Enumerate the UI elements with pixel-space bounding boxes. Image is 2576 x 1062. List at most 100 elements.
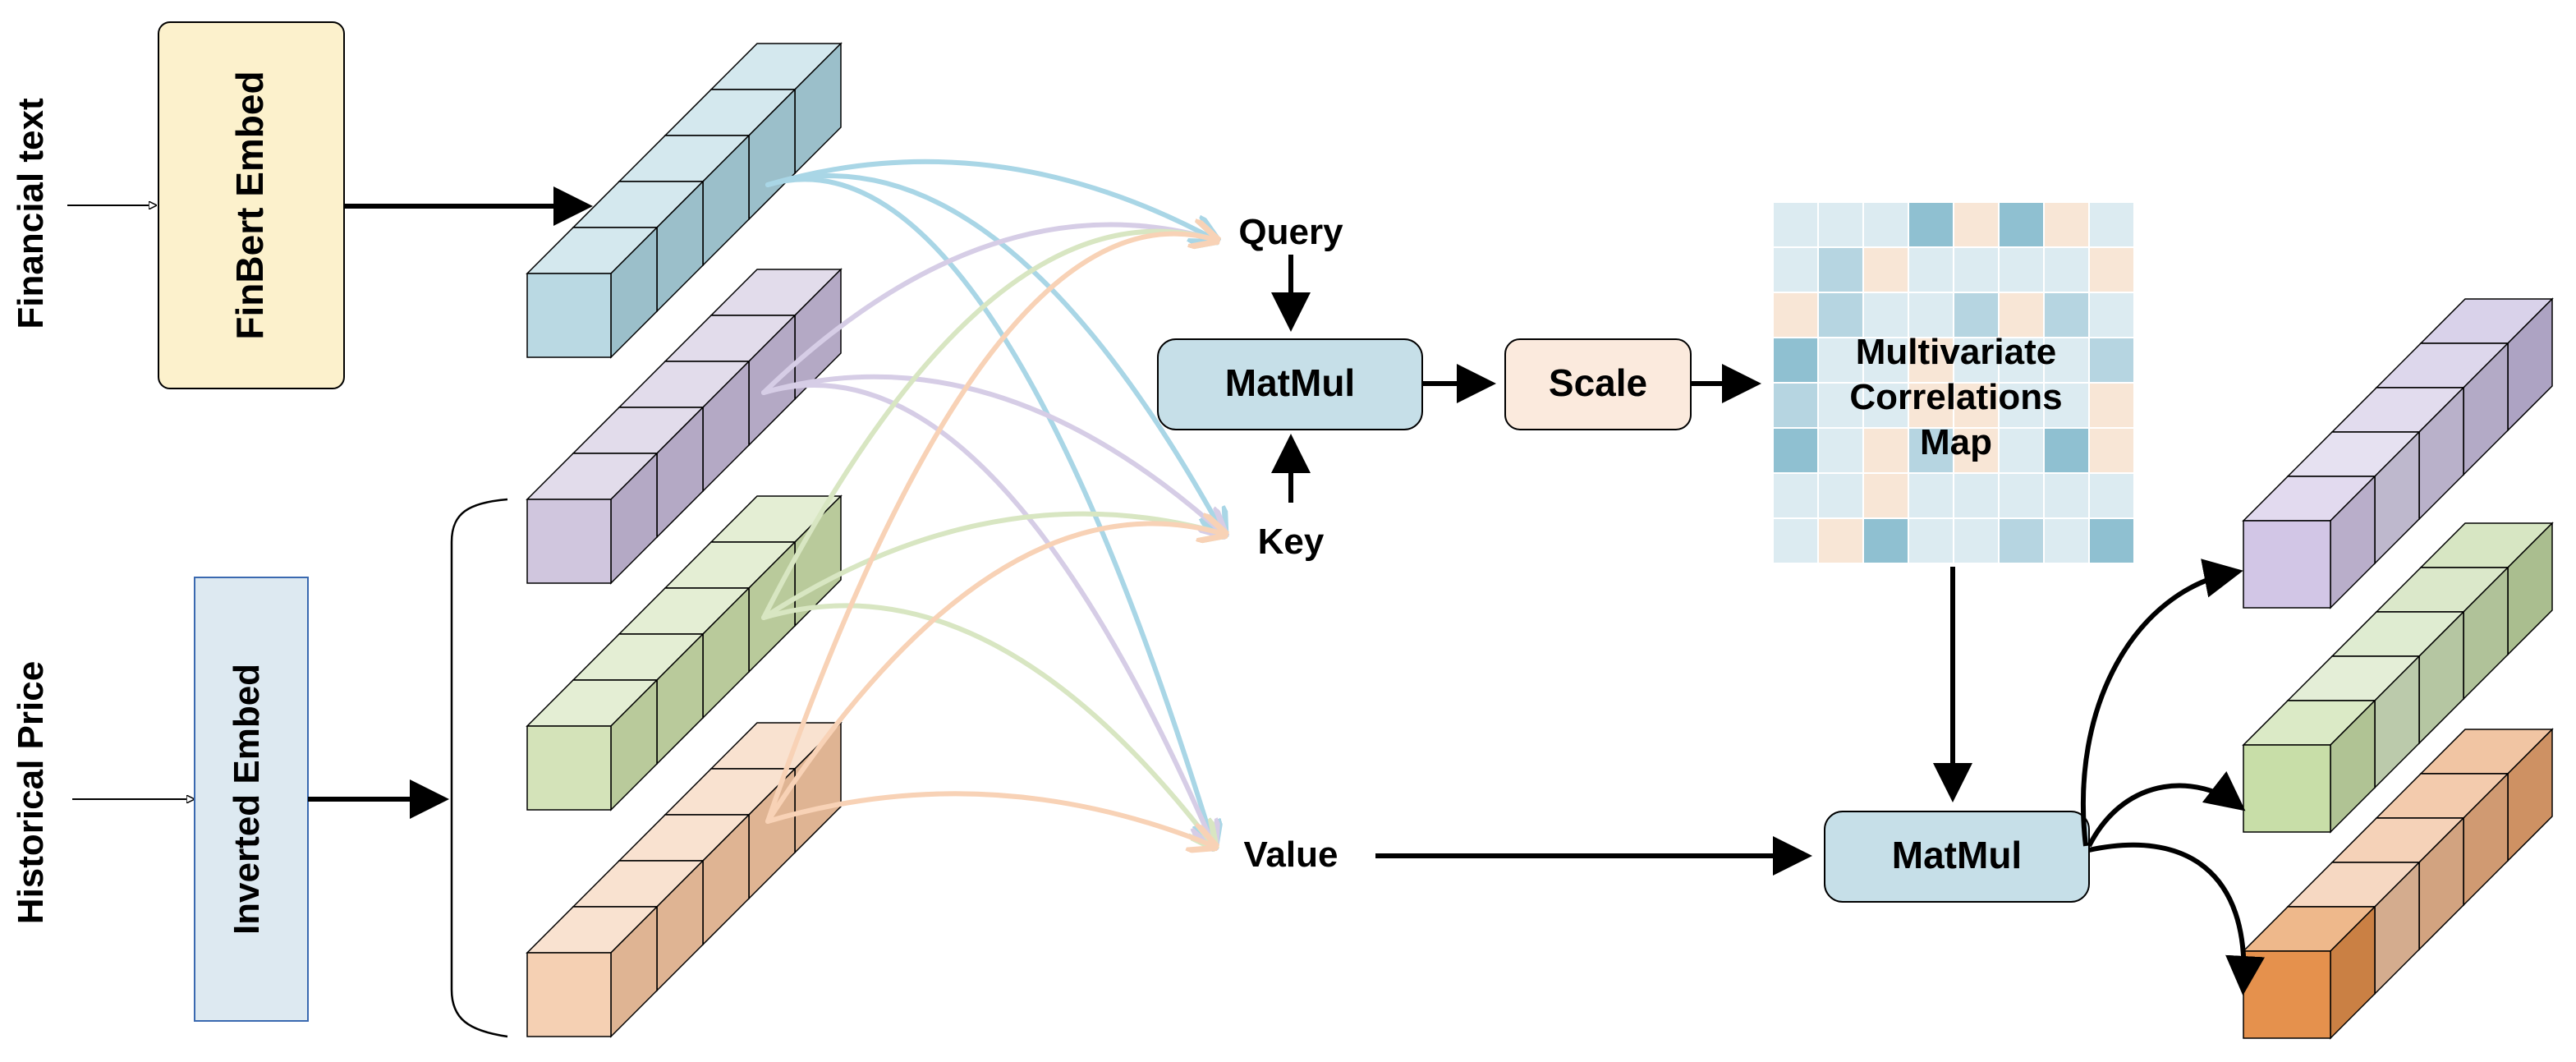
green-token-bar xyxy=(526,494,843,811)
map-cell xyxy=(2090,519,2133,563)
purple-output-bar-cube xyxy=(2242,475,2376,609)
historical-price-label: Historical Price xyxy=(11,661,51,924)
map-cell xyxy=(2045,474,2088,517)
map-cell xyxy=(1819,474,1862,517)
map-cell xyxy=(1774,384,1817,427)
map-cell xyxy=(1864,429,1908,472)
orange-output-bar-cube xyxy=(2242,905,2376,1040)
map-cell xyxy=(1909,429,1953,472)
map-title-line3: Map xyxy=(1920,422,1992,462)
orange-token-bar-cube xyxy=(526,905,659,1038)
correlation-map xyxy=(1774,203,2133,563)
map-cell xyxy=(2045,203,2088,246)
map-cell xyxy=(2000,519,2043,563)
map-cell xyxy=(1954,338,1998,382)
finbert-embed-label: FinBert Embed xyxy=(228,71,271,339)
green-output-bar-cube xyxy=(2242,699,2376,834)
map-cell xyxy=(2000,338,2043,382)
map-cell xyxy=(1864,474,1908,517)
key-label: Key xyxy=(1258,522,1325,562)
output-arrow-orange xyxy=(2088,842,2265,995)
map-cell xyxy=(1864,248,1908,292)
map-cell xyxy=(1774,429,1817,472)
inverted-embed-box xyxy=(194,577,309,1022)
map-cell xyxy=(2090,474,2133,517)
matmul-top-label: MatMul xyxy=(1225,361,1355,404)
purple-output-bar xyxy=(2242,297,2554,609)
scale-label: Scale xyxy=(1549,361,1647,404)
map-cell xyxy=(1864,293,1908,337)
matmul-bottom-label: MatMul xyxy=(1892,834,2022,876)
map-cell xyxy=(1909,384,1953,427)
orange-to-q-curve xyxy=(765,234,1215,824)
blue-to-k-curve xyxy=(765,173,1224,534)
orange-to-k-curve xyxy=(765,523,1224,824)
map-title-line1: Multivariate xyxy=(1856,332,2057,372)
map-cell xyxy=(2090,384,2133,427)
map-cell xyxy=(1909,293,1953,337)
blue-token-bar-cube xyxy=(526,226,659,359)
inverted-embed-label: Inverted Embed xyxy=(227,664,267,935)
price-tokens-brace xyxy=(450,498,508,1038)
map-cell xyxy=(1954,293,1998,337)
map-cell xyxy=(1909,519,1953,563)
map-cell xyxy=(1819,338,1862,382)
token-bars xyxy=(526,42,2554,1040)
map-cell xyxy=(1909,338,1953,382)
green-to-v-curve xyxy=(761,603,1214,846)
map-cell xyxy=(1909,203,1953,246)
purple-token-bar-cube xyxy=(526,452,659,585)
map-cell xyxy=(1819,519,1862,563)
map-cell xyxy=(2000,248,2043,292)
map-cell xyxy=(1864,519,1908,563)
map-cell xyxy=(2045,429,2088,472)
attention-curves xyxy=(761,159,1224,846)
map-cell xyxy=(1774,248,1817,292)
map-title-line2: Correlations xyxy=(1849,377,2062,417)
map-cell xyxy=(1954,248,1998,292)
map-cell xyxy=(2090,429,2133,472)
query-label: Query xyxy=(1238,212,1343,252)
blue-to-v-curve xyxy=(765,177,1214,846)
map-cell xyxy=(1774,338,1817,382)
map-cell xyxy=(1954,519,1998,563)
map-cell xyxy=(1774,203,1817,246)
output-arrow-green xyxy=(2087,770,2246,848)
map-cell xyxy=(1954,384,1998,427)
map-cell xyxy=(2045,293,2088,337)
map-cell xyxy=(1909,248,1953,292)
map-cell xyxy=(2090,338,2133,382)
map-cell xyxy=(1774,519,1817,563)
purple-token-bar xyxy=(526,268,843,585)
map-cell xyxy=(1819,248,1862,292)
map-cell xyxy=(1819,384,1862,427)
map-cell xyxy=(2090,293,2133,337)
map-cell xyxy=(1774,293,1817,337)
map-cell xyxy=(2000,384,2043,427)
blue-to-q-curve xyxy=(765,159,1215,240)
green-to-q-curve xyxy=(761,232,1215,620)
map-cell xyxy=(1909,474,1953,517)
purple-to-k-curve xyxy=(761,374,1224,534)
map-cell xyxy=(1954,203,1998,246)
map-cell xyxy=(2045,248,2088,292)
purple-to-v-curve xyxy=(761,383,1214,846)
purple-to-q-curve xyxy=(761,225,1215,395)
orange-output-bar xyxy=(2242,728,2554,1040)
green-token-bar-cube xyxy=(526,678,659,811)
output-arrow-purple xyxy=(2080,559,2243,847)
map-cell xyxy=(2045,338,2088,382)
map-cell xyxy=(1819,293,1862,337)
map-cell xyxy=(2045,519,2088,563)
map-cell xyxy=(2090,248,2133,292)
map-cell xyxy=(1864,338,1908,382)
green-output-bar xyxy=(2242,522,2554,834)
map-cell xyxy=(1954,429,1998,472)
blue-token-bar xyxy=(526,42,843,359)
map-cell xyxy=(1819,429,1862,472)
map-cell xyxy=(1774,474,1817,517)
map-cell xyxy=(2045,384,2088,427)
green-to-k-curve xyxy=(761,511,1224,620)
map-cell xyxy=(2000,474,2043,517)
